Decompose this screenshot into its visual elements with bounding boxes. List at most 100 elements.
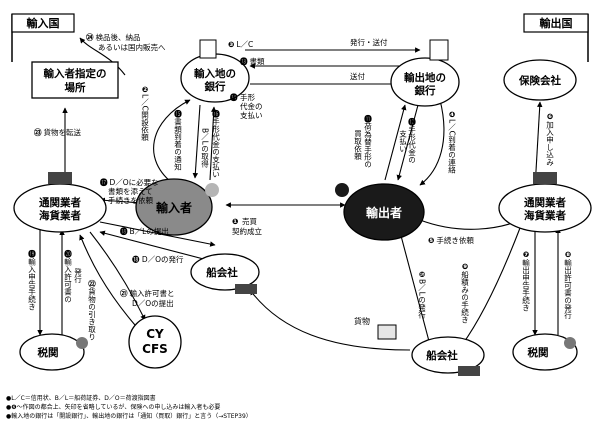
footnote-3: ●輸入地の銀行は「開設銀行」、輸出地の銀行は「通知（買取）銀行」と言う（→STE… — [6, 413, 252, 420]
designated-place-line2: 場所 — [65, 81, 86, 94]
arrow-bill-purchase — [384, 104, 407, 181]
step-17-b: 書類を添えて — [108, 186, 153, 196]
export-country-flag: 輸出国 — [523, 13, 589, 62]
desk-person-icon — [48, 172, 72, 184]
cargo-box-icon — [377, 324, 397, 340]
arrow-bl-issue — [398, 231, 431, 346]
step-17-c: 手続きを依頼 — [108, 195, 153, 205]
cy-label: CY — [146, 327, 164, 341]
import-bank-node: 輸入地の 銀行 — [180, 39, 250, 103]
label-send: 送付 — [350, 71, 365, 81]
exporter-label: 輸出者 — [366, 205, 402, 220]
broker-import-node: 通関業者 海貨業者 — [13, 172, 107, 233]
footnotes: ●L／C＝信用状、B／L＝船荷証券、D／O＝荷渡指図書 ●❻～作図の都合上、矢印… — [6, 394, 596, 421]
broker-import-line2: 海貨業者 — [39, 209, 81, 222]
step-24-b: あるいは国内販売へ — [98, 42, 166, 52]
step-21-b: D／Oの提出 — [132, 298, 174, 308]
step-20-b: 発行 — [73, 268, 82, 285]
cfs-label: CFS — [142, 342, 168, 356]
footnote-1: ●L／C＝信用状、B／L＝船荷証券、D／O＝荷渡指図書 — [6, 395, 156, 402]
broker-import-line1: 通関業者 — [39, 196, 81, 209]
arrow-bill-payment — [396, 104, 419, 181]
customs-export-label: 税関 — [528, 346, 549, 359]
exporter-node: 輸出者 — [335, 183, 425, 241]
cargo-label: 貨物 — [354, 316, 370, 326]
step-12-b: 支払い — [398, 129, 407, 153]
step-16-b: B／Lの取得 — [200, 128, 209, 167]
arrow-cargo — [249, 289, 411, 351]
arrow-pay-bl — [209, 106, 217, 181]
officer-icon — [76, 337, 88, 349]
arrow-doc-arrival — [192, 104, 201, 179]
arrow-shipping-procedure — [461, 227, 521, 346]
shipping-import-node: 船会社 — [190, 253, 260, 294]
ship-icon-export — [458, 366, 480, 376]
step-1-c: 契約成立 — [232, 226, 262, 236]
step-1-a: ❶ — [232, 217, 239, 226]
step-11-b: 買取依頼 — [353, 130, 362, 162]
label-issue-send: 発行・送付 — [350, 37, 388, 47]
footnote-2: ●❻～作図の都合上、矢印を省略しているが、保険への申し込みは輸入者も必要 — [6, 404, 221, 411]
connectors — [37, 37, 561, 351]
export-country-label: 輸出国 — [540, 16, 573, 30]
step-1-b: 売買 — [242, 216, 257, 226]
export-bank-label-line2: 銀行 — [415, 84, 436, 97]
step-18-do: ⓲ D／Oの発行 — [132, 254, 184, 264]
desk-person-icon-export — [533, 172, 557, 184]
import-country-flag: 輸入国 — [11, 13, 75, 62]
shipping-export-node: 船会社 — [411, 336, 485, 376]
arrow-permit-do-submit — [89, 231, 146, 321]
importer-label: 輸入者 — [156, 200, 192, 215]
export-bank-node: 輸出地の 銀行 — [390, 39, 460, 107]
shipping-import-label: 船会社 — [206, 266, 238, 279]
arrow-delivery — [79, 37, 126, 76]
arrow-bl-submit — [99, 221, 216, 247]
insurance-label: 保険会社 — [518, 74, 561, 87]
bank-building-icon-export — [429, 39, 449, 61]
arrow-do-issue — [99, 230, 216, 263]
arrow-lc-request — [153, 99, 191, 186]
person-icon — [205, 183, 219, 197]
shipping-export-label: 船会社 — [426, 349, 458, 362]
customs-export-node: 税関 — [512, 333, 578, 371]
import-country-label: 輸入国 — [27, 16, 60, 30]
person-icon-exporter — [335, 183, 349, 197]
customs-import-label: 税関 — [38, 346, 59, 359]
importer-node: 輸入者 — [135, 178, 219, 236]
cy-cfs-node: CY CFS — [128, 315, 182, 369]
broker-export-line2: 海貨業者 — [524, 209, 566, 222]
arrow-lc-arrival — [419, 99, 445, 186]
import-bank-label-line2: 銀行 — [205, 80, 226, 93]
designated-place-line1: 輸入者指定の — [44, 67, 107, 80]
insurance-node: 保険会社 — [503, 59, 577, 101]
broker-export-node: 通関業者 海貨業者 — [498, 172, 592, 233]
arrow-cargo-pickup — [79, 234, 136, 326]
customs-import-node: 税関 — [19, 333, 88, 371]
bank-building-icon — [199, 39, 217, 59]
